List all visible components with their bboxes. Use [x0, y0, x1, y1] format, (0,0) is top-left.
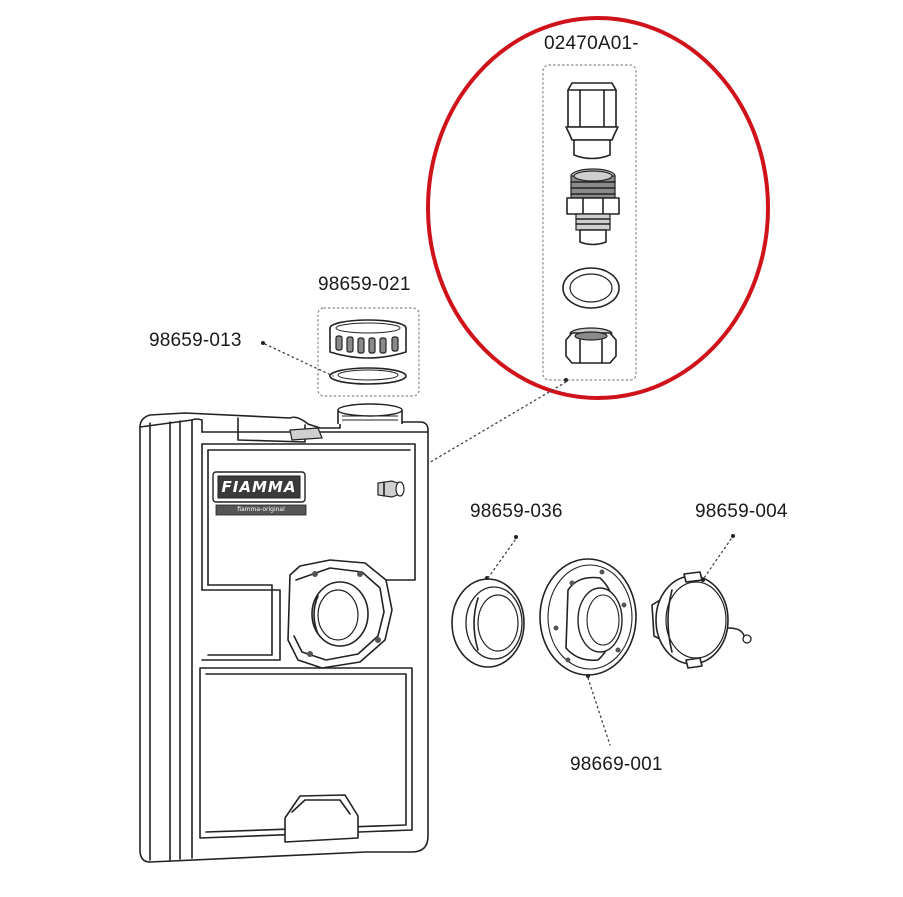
- fiamma-logo: FIAMMA: [221, 478, 297, 496]
- label-plug-cap: 98659-004: [695, 501, 788, 522]
- label-cap-seal: 98659-013: [149, 330, 242, 351]
- cap-box: [317, 307, 420, 397]
- cap-seal-ring: [329, 367, 407, 385]
- flange-part: [539, 558, 637, 676]
- water-tank: [139, 403, 429, 863]
- screw-cap: [329, 319, 407, 359]
- label-valve-assembly: 02470A01-: [544, 33, 639, 54]
- label-ring-seal: 98659-036: [470, 501, 563, 522]
- valve-o-ring: [562, 267, 620, 309]
- label-cap: 98659-021: [318, 274, 411, 295]
- highlight-circle: [426, 16, 770, 400]
- ring-seal-part: [451, 576, 525, 668]
- label-flange: 98669-001: [570, 754, 663, 775]
- plug-cap-part: [651, 571, 752, 669]
- valve-threaded-fitting: [566, 168, 620, 246]
- valve-assembly-box: [542, 64, 637, 381]
- valve-hex-cap: [565, 82, 619, 160]
- fiamma-logo-sub: fiamma-original: [237, 506, 285, 513]
- valve-hex-nut: [565, 327, 617, 364]
